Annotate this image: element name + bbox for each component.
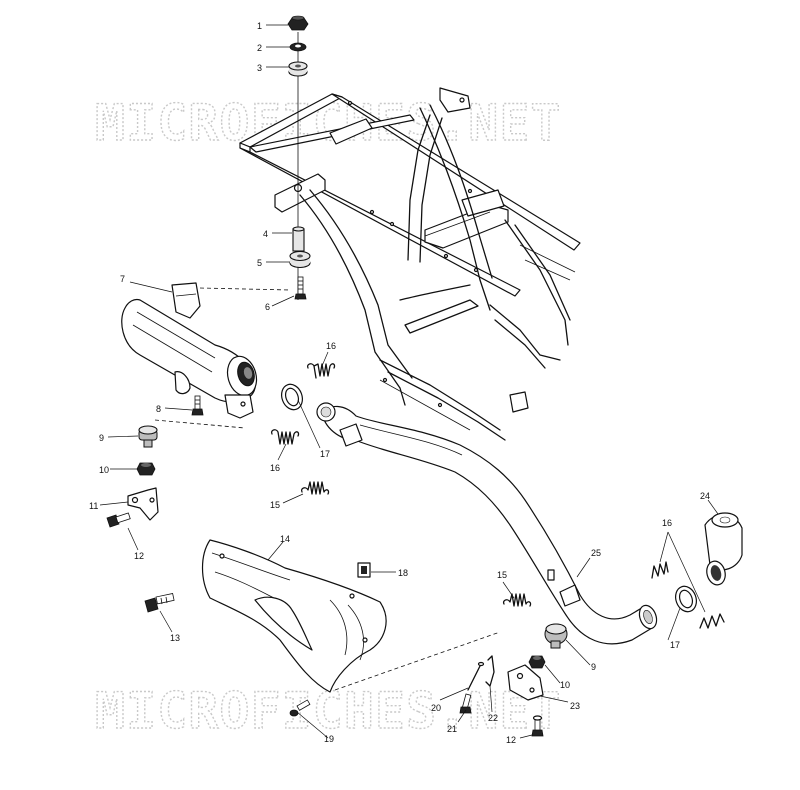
label-7: 7 (120, 274, 125, 284)
spring-part-16-right-b (699, 613, 725, 629)
washer-part (289, 42, 307, 52)
spring-part-16-left (270, 429, 300, 445)
label-15b: 15 (497, 570, 507, 580)
outlet-part-24 (704, 512, 743, 586)
spring-part-16-right-a (651, 561, 669, 579)
label-9a: 9 (99, 433, 104, 443)
label-16b: 16 (270, 463, 280, 473)
label-10a: 10 (99, 465, 109, 475)
spring-clip-part-22 (485, 655, 495, 687)
label-16c: 16 (662, 518, 672, 528)
label-17a: 17 (320, 449, 330, 459)
grommet-part-9-left (138, 425, 158, 448)
label-8: 8 (156, 404, 161, 414)
label-1: 1 (257, 21, 262, 31)
heat-shield-part (201, 539, 501, 693)
label-25: 25 (591, 548, 601, 558)
label-16a: 16 (326, 341, 336, 351)
muffler-part (121, 282, 291, 429)
bracket-part-23 (507, 664, 544, 701)
spring-part-16-top (306, 363, 336, 379)
part-labels: 1 2 3 4 5 6 7 8 9 10 11 12 13 14 15 16 1… (89, 21, 710, 745)
bolt-part-12-left (106, 512, 131, 528)
label-23: 23 (570, 701, 580, 711)
label-4: 4 (263, 229, 268, 239)
grommet-part-9-right (544, 623, 568, 649)
lower-grommet-part (289, 250, 311, 269)
label-9b: 9 (591, 662, 596, 672)
leader-lines (99, 24, 719, 739)
pin-part-20 (467, 661, 485, 691)
spring-part-15-left (300, 481, 330, 495)
spring-part-15-right (502, 593, 532, 607)
exhaust-pipe-part (316, 402, 658, 645)
label-5: 5 (257, 258, 262, 268)
nut-part-10-left (136, 462, 156, 476)
clip-part-18 (357, 562, 371, 578)
label-24: 24 (700, 491, 710, 501)
bolt-part-8 (191, 395, 204, 416)
label-2: 2 (257, 43, 262, 53)
nut-part-10-right (528, 655, 546, 669)
screw-part-21 (459, 693, 472, 714)
spacer-part (292, 226, 305, 252)
bolt-part-12-right (531, 715, 544, 737)
grommet-part (288, 61, 308, 77)
bolt-part-13 (144, 592, 175, 613)
label-19: 19 (324, 734, 334, 744)
label-11: 11 (89, 501, 98, 511)
label-14: 14 (280, 534, 290, 544)
bracket-part-11 (127, 487, 159, 521)
label-12b: 12 (506, 735, 516, 745)
label-17b: 17 (670, 640, 680, 650)
label-22: 22 (488, 713, 498, 723)
gasket-part-17-left (281, 383, 303, 411)
label-10b: 10 (560, 680, 570, 690)
label-3: 3 (257, 63, 262, 73)
label-18: 18 (398, 568, 408, 578)
label-20: 20 (431, 703, 441, 713)
label-12a: 12 (134, 551, 144, 561)
label-15a: 15 (270, 500, 280, 510)
gasket-part-17-right (675, 585, 697, 613)
label-6: 6 (265, 302, 270, 312)
label-13: 13 (170, 633, 180, 643)
label-21: 21 (447, 724, 457, 734)
vehicle-frame (239, 87, 581, 441)
mount-bolt-part (294, 276, 307, 300)
nut-part (287, 15, 309, 31)
